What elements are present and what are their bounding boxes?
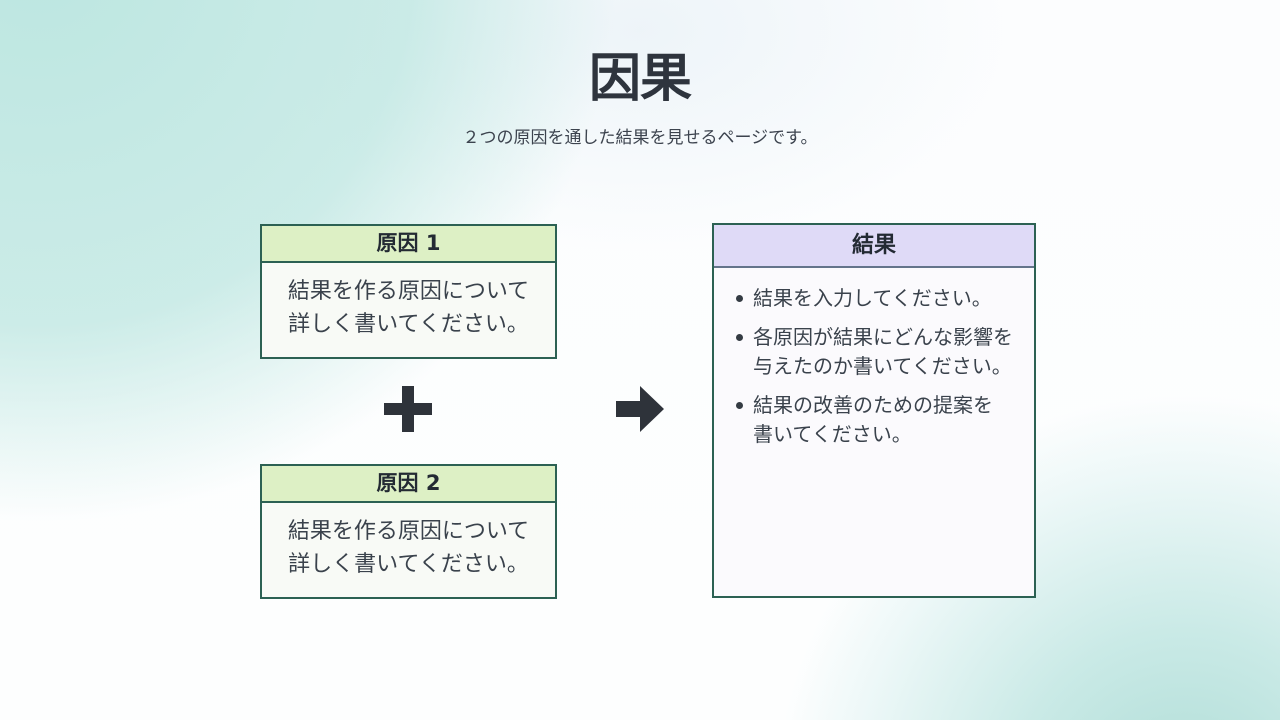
result-bullet-list: 結果を入力してください。 各原因が結果にどんな影響を 与えたのか書いてください。…: [714, 268, 1034, 449]
result-bullet-item: 結果の改善のための提案を 書いてください。: [736, 391, 1020, 449]
page-title: 因果: [588, 49, 692, 109]
result-bullet-item: 結果を入力してください。: [736, 284, 1020, 313]
cause-2-header: 原因 2: [262, 466, 555, 503]
cause-1-body-text: 結果を作る原因について 詳しく書いてください。: [287, 279, 530, 337]
page-subtitle: ２つの原因を通した結果を見せるページです。: [462, 128, 818, 148]
result-bullet-text: 各原因が結果にどんな影響を 与えたのか書いてください。: [753, 325, 1013, 378]
cause-2-body-text: 結果を作る原因について 詳しく書いてください。: [287, 519, 530, 577]
cause-2-box: 原因 2 結果を作る原因について 詳しく書いてください。: [260, 464, 557, 599]
cause-1-header: 原因 1: [262, 226, 555, 263]
result-bullet-item: 各原因が結果にどんな影響を 与えたのか書いてください。: [736, 323, 1020, 381]
result-bullet-text: 結果の改善のための提案を 書いてください。: [753, 393, 993, 446]
arrow-right-icon: [616, 385, 665, 433]
bullet-icon: [736, 295, 743, 302]
result-bullet-text: 結果を入力してください。: [753, 286, 992, 310]
result-box: 結果 結果を入力してください。 各原因が結果にどんな影響を 与えたのか書いてくだ…: [712, 223, 1036, 598]
result-header: 結果: [714, 225, 1034, 268]
bullet-icon: [736, 334, 743, 341]
cause-1-box: 原因 1 結果を作る原因について 詳しく書いてください。: [260, 224, 557, 359]
bullet-icon: [736, 402, 743, 409]
plus-icon: [384, 386, 432, 432]
